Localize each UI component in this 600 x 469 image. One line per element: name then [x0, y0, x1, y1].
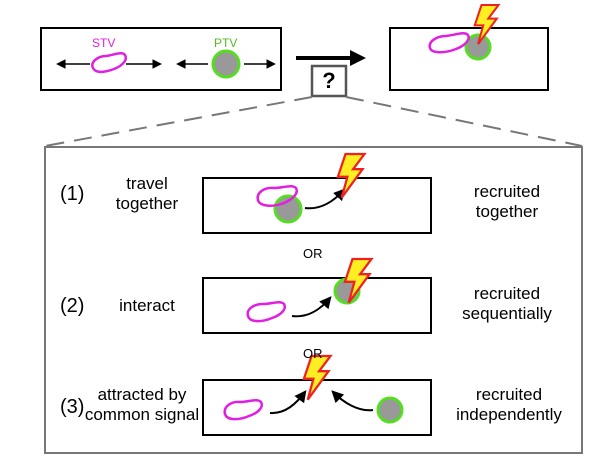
- scenario-1-stv: [256, 184, 298, 207]
- stv-label: STV: [92, 36, 116, 50]
- scenario-3-left-arrow: [269, 390, 307, 415]
- question-box: [310, 64, 348, 98]
- zoom-line-right: [345, 96, 583, 147]
- scenario-3-stv: [223, 398, 263, 421]
- scenario-3-right-arrow: [331, 390, 374, 412]
- after-ptv-vesicle: [464, 33, 492, 61]
- scenario-3-left-line-1: attracted by: [97, 385, 187, 404]
- scenario-2-right-line-2: sequentially: [462, 304, 552, 323]
- scenario-1-right-line-2: together: [475, 202, 539, 221]
- zoom-line-left: [44, 96, 313, 147]
- scenario-1-arrow: [304, 188, 346, 210]
- scenario-2-arrow: [291, 296, 332, 318]
- scenario-2-left-label: interact: [95, 296, 199, 316]
- scenario-2-box: [202, 277, 432, 334]
- scenario-1-number: (1): [60, 183, 85, 205]
- scenario-2-left-line-1: interact: [119, 296, 175, 315]
- scenario-1-box: [202, 177, 432, 234]
- scenario-1-ptv: [273, 194, 303, 224]
- question-mark-icon: ?: [322, 68, 336, 93]
- scenario-2-right-label: recruited sequentially: [440, 284, 574, 324]
- scenario-2-number: (2): [60, 295, 85, 317]
- scenario-2-stv: [246, 300, 286, 323]
- ptv-label: PTV: [214, 36, 238, 50]
- detail-frame: [44, 146, 583, 454]
- scenario-3-right-label: recruited independently: [440, 385, 578, 425]
- scenario-1-left-label: travel together: [95, 174, 199, 214]
- scenario-2-right-line-1: recruited: [473, 284, 541, 303]
- scenario-1-left-line-1: travel: [126, 174, 168, 193]
- scenario-3-ptv: [376, 396, 404, 424]
- scenario-1-left-line-2: together: [115, 194, 179, 213]
- scenario-1-right-label: recruited together: [440, 182, 574, 222]
- after-stv-vesicle: [428, 32, 470, 54]
- scenario-1-right-line-1: recruited: [473, 182, 541, 201]
- or-separator-1: OR: [303, 246, 323, 261]
- or-separator-2: OR: [303, 346, 323, 361]
- scenario-3-number: (3): [60, 396, 85, 418]
- stv-vesicle: [91, 52, 127, 74]
- before-box: [40, 27, 282, 91]
- scenario-3-right-line-2: independently: [456, 405, 562, 424]
- scenario-3-right-line-1: recruited: [475, 385, 543, 404]
- scenario-3-left-label: attracted by common signal: [83, 385, 201, 425]
- scenario-3-left-line-2: common signal: [84, 405, 200, 424]
- ptv-vesicle: [211, 49, 241, 79]
